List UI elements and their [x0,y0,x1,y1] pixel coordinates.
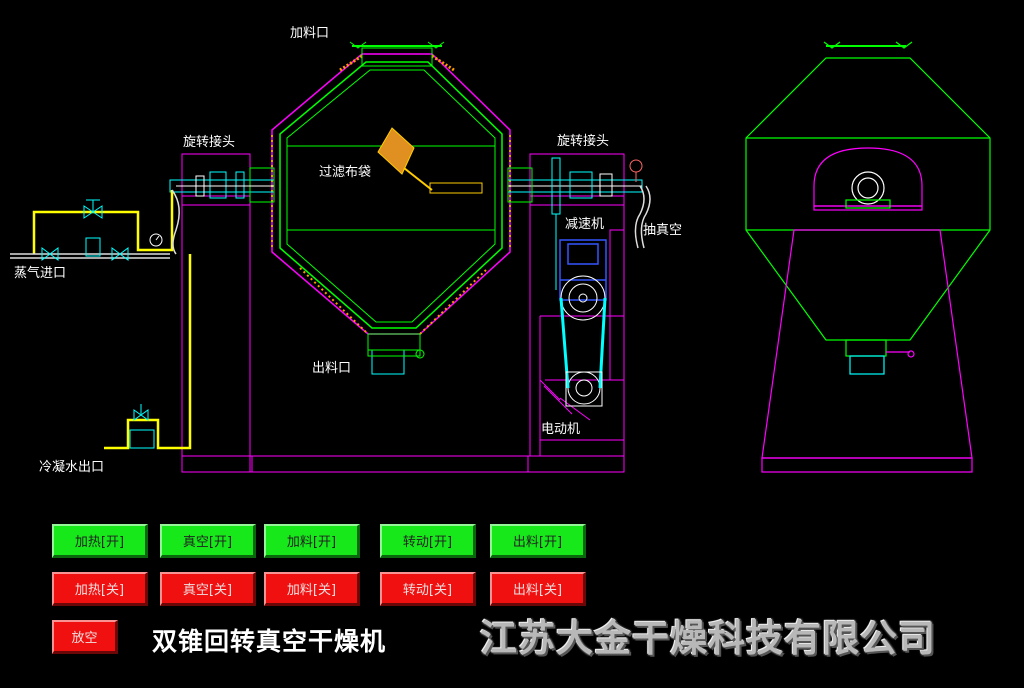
double-cone-vessel [271,41,511,375]
reducer-label: 减速机 [565,217,605,232]
feed-off-button[interactable]: 加料[关] [264,572,360,606]
left-shaft [169,167,275,203]
discharge-off-button[interactable]: 出料[关] [490,572,586,606]
filter-bag-label: 过滤布袋 [319,165,372,180]
feed-on-button[interactable]: 加料[开] [264,524,360,558]
company-name: 江苏大金干燥科技有限公司 [480,617,936,660]
vacuum-hose [171,185,651,255]
steam-inlet-label: 蒸气进口 [14,266,67,281]
pressure-gauges [149,159,643,247]
feed-inlet-label: 加料口 [290,26,330,41]
steam-valves [41,199,155,449]
vacuum-on-button[interactable]: 真空[开] [160,524,256,558]
vacuum-label: 抽真空 [643,223,683,238]
rotate-off-button[interactable]: 转动[关] [380,572,476,606]
page-title: 双锥回转真空干燥机 [152,627,387,656]
steam-pipe [10,190,192,450]
reducer-body [559,239,607,301]
vent-button[interactable]: 放空 [52,620,118,654]
condensate-outlet-label: 冷凝水出口 [39,460,105,475]
machine-schematic [10,41,991,473]
left-support-frame [181,153,625,473]
rotate-on-button[interactable]: 转动[开] [380,524,476,558]
rotary-joint-left-label: 旋转接头 [183,135,236,150]
discharge-outlet-label: 出料口 [312,361,352,376]
vacuum-off-button[interactable]: 真空[关] [160,572,256,606]
right-shaft [507,157,643,290]
heat-off-button[interactable]: 加热[关] [52,572,148,606]
filter-bag [377,127,483,194]
discharge-on-button[interactable]: 出料[开] [490,524,586,558]
front-view [745,41,991,473]
belt-drive [559,275,607,407]
motor-label: 电动机 [541,422,581,437]
right-support-frame [529,153,625,457]
rotary-joint-right-label: 旋转接头 [557,134,610,149]
heat-on-button[interactable]: 加热[开] [52,524,148,558]
